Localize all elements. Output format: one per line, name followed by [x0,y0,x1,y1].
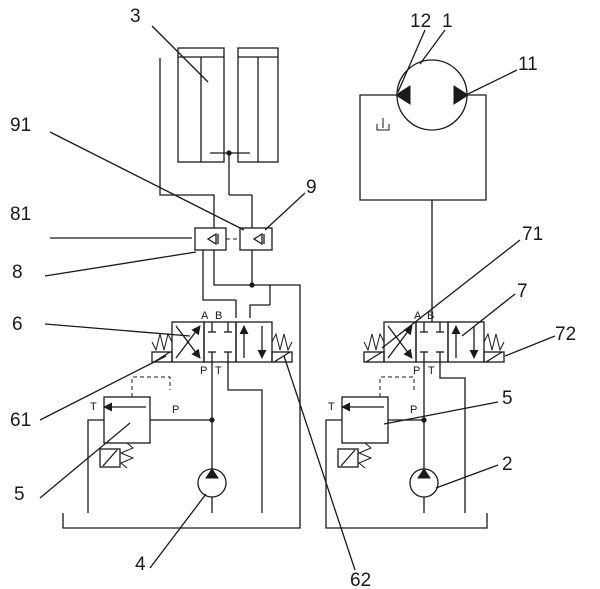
ref-label-5-right: 5 [502,388,513,409]
ref-label-61: 61 [10,410,31,431]
ref-label-4: 4 [135,554,146,575]
ref-label-12: 12 [410,11,431,32]
port-label-a-6: A [201,310,209,322]
port-label-t-5-left: T [90,401,97,413]
pump-2 [409,468,439,513]
port-label-b-7: B [427,310,434,322]
hydraulic-motor-1 [359,59,487,201]
hydraulic-cylinder-pair [177,47,279,228]
ref-label-7: 7 [517,281,528,302]
directional-valve-7 [363,321,505,363]
relief-valve-5-right [325,376,415,513]
ref-label-3: 3 [130,6,141,27]
port-label-p-5-left: P [172,404,179,416]
ref-label-91: 91 [10,115,31,136]
pump-4 [197,468,227,513]
port-label-b-6: B [215,310,222,322]
port-label-t-5-right: T [328,401,335,413]
ref-label-72: 72 [555,324,576,345]
ref-label-62: 62 [350,570,371,589]
tank-left [62,513,301,529]
port-label-a-7: A [414,310,422,322]
ref-label-81: 81 [10,204,31,225]
directional-valve-6 [151,321,293,363]
port-label-p-6: P [200,365,207,377]
relief-valve-5-left [87,376,171,513]
ref-label-71: 71 [522,224,543,245]
ref-label-8: 8 [12,262,23,283]
ref-label-11: 11 [518,54,538,75]
ref-label-2: 2 [502,454,513,475]
ref-label-6: 6 [12,314,23,335]
port-label-t-6: T [215,365,222,377]
leader-lines [39,25,556,571]
tank-right [325,513,488,529]
ref-label-1: 1 [442,11,453,32]
port-label-p-7: P [413,365,420,377]
ref-label-9: 9 [306,177,317,198]
pilot-check-valve-8 [194,227,227,262]
port-label-p-5-right: P [410,404,417,416]
pilot-check-valve-9 [239,227,273,262]
ref-label-5-left: 5 [14,484,25,505]
port-label-t-7: T [428,365,435,377]
